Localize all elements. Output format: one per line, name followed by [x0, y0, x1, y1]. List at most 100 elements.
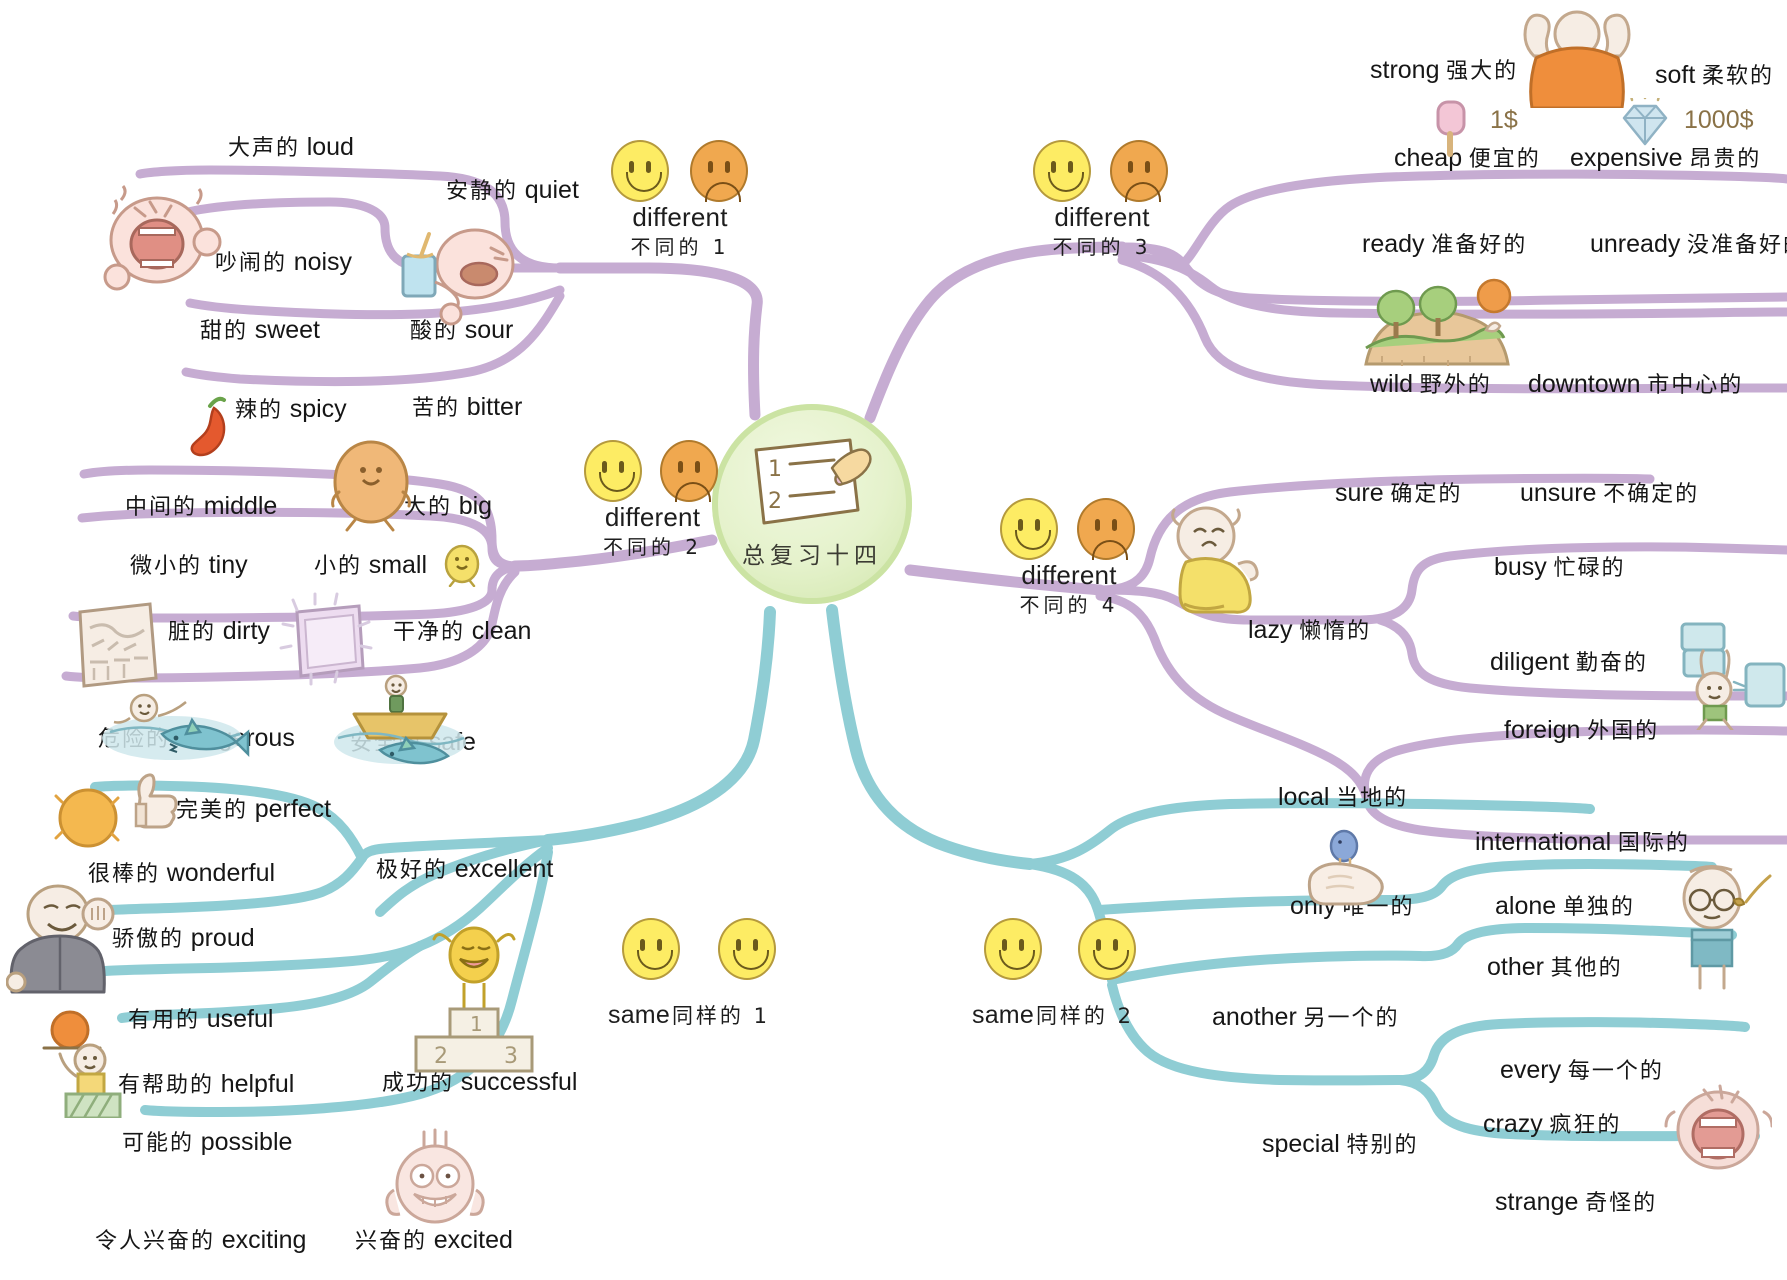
word-en: wonderful: [166, 859, 276, 887]
word-every[interactable]: every 每一个的: [1500, 1058, 1664, 1083]
word-cn: 骄傲的: [112, 927, 185, 952]
word-excited[interactable]: 兴奋的 excited: [355, 1228, 513, 1253]
word-en: busy: [1494, 553, 1547, 581]
word-proud[interactable]: 骄傲的 proud: [112, 926, 255, 951]
word-excellent[interactable]: 极好的 excellent: [376, 857, 553, 882]
word-wild[interactable]: wild 野外的: [1370, 372, 1492, 397]
word-dirty[interactable]: 脏的 dirty: [168, 619, 270, 644]
word-cn: 没准备好的: [1687, 233, 1787, 258]
word-cn: 懒惰的: [1299, 619, 1372, 644]
word-en: possible: [200, 1128, 293, 1156]
word-en: sweet: [254, 316, 320, 344]
word-perfect[interactable]: 完美的 perfect: [176, 797, 331, 822]
word-cn: 吵闹的: [215, 251, 288, 276]
branch-cn: 同样的 2: [1035, 1004, 1134, 1028]
word-clean[interactable]: 干净的 clean: [393, 619, 531, 644]
word-bitter[interactable]: 苦的 bitter: [412, 395, 522, 420]
word-soft[interactable]: soft 柔软的: [1655, 63, 1774, 88]
expensive-price-label: 1000$: [1684, 106, 1754, 134]
word-unsure[interactable]: unsure 不确定的: [1520, 481, 1699, 506]
word-special[interactable]: special 特别的: [1262, 1132, 1419, 1157]
branch-en: different: [1054, 202, 1150, 232]
podium-first: 1: [470, 1012, 483, 1036]
word-noisy[interactable]: 吵闹的 noisy: [215, 250, 352, 275]
branch-label-different-3[interactable]: different 不同的 3: [1018, 202, 1186, 260]
word-useful[interactable]: 有用的 useful: [128, 1007, 273, 1032]
word-en: wild: [1370, 370, 1414, 398]
word-cn: 小的: [314, 554, 363, 579]
word-en: bitter: [466, 393, 523, 421]
center-node[interactable]: 1 2 总复习十四: [712, 404, 912, 604]
helpful-kid-icon: [40, 1008, 150, 1118]
word-quiet[interactable]: 安静的 quiet: [446, 178, 579, 203]
word-busy[interactable]: busy 忙碌的: [1494, 555, 1626, 580]
branch-en: same: [972, 1001, 1034, 1029]
branch-label-same-1[interactable]: same 同样的 1: [608, 1000, 770, 1030]
word-strange[interactable]: strange 奇怪的: [1495, 1190, 1657, 1215]
word-spicy[interactable]: 辣的 spicy: [235, 397, 347, 422]
word-other[interactable]: other 其他的: [1487, 955, 1623, 980]
word-cn: 中间的: [125, 495, 198, 520]
alone-person-icon: [1662, 860, 1772, 995]
excited-face-icon: [380, 1128, 490, 1233]
word-cn: 柔软的: [1701, 64, 1774, 89]
branch-label-different-2[interactable]: different 不同的 2: [570, 503, 735, 560]
word-crazy[interactable]: crazy 疯狂的: [1483, 1112, 1621, 1137]
word-helpful[interactable]: 有帮助的 helpful: [118, 1072, 294, 1097]
word-en: international: [1475, 828, 1612, 856]
word-cn: 单独的: [1562, 895, 1635, 920]
word-cn: 完美的: [176, 798, 249, 823]
word-cn: 成功的: [382, 1071, 455, 1096]
word-cn: 令人兴奋的: [95, 1229, 216, 1254]
word-cn: 安静的: [446, 179, 519, 204]
word-exciting[interactable]: 令人兴奋的 exciting: [95, 1228, 306, 1253]
word-small[interactable]: 小的 small: [314, 553, 427, 578]
word-en: excited: [433, 1226, 513, 1254]
word-sure[interactable]: sure 确定的: [1335, 481, 1462, 506]
word-en: spicy: [289, 395, 347, 423]
word-en: special: [1262, 1130, 1340, 1158]
lazy-baby-icon: [1160, 500, 1270, 615]
branch-en: different: [632, 202, 728, 232]
word-ready[interactable]: ready 准备好的: [1362, 232, 1527, 257]
word-foreign[interactable]: foreign 外国的: [1504, 718, 1659, 743]
word-local[interactable]: local 当地的: [1278, 785, 1408, 810]
word-wonderful[interactable]: 很棒的 wonderful: [88, 861, 275, 886]
word-successful[interactable]: 成功的 successful: [382, 1070, 577, 1095]
word-en: big: [458, 492, 493, 520]
word-sour[interactable]: 酸的 sour: [410, 318, 513, 343]
word-en: excellent: [454, 855, 554, 883]
word-cn: 外国的: [1587, 719, 1660, 744]
word-cn: 忙碌的: [1553, 556, 1626, 581]
word-big[interactable]: 大的 big: [404, 494, 492, 519]
word-another[interactable]: another 另一个的: [1212, 1005, 1399, 1030]
word-cn: 强大的: [1446, 59, 1519, 84]
word-tiny[interactable]: 微小的 tiny: [130, 553, 248, 578]
word-diligent[interactable]: diligent 勤奋的: [1490, 650, 1648, 675]
word-middle[interactable]: 中间的 middle: [125, 494, 277, 519]
word-unready[interactable]: unready 没准备好的: [1590, 232, 1787, 257]
word-loud[interactable]: 大声的 loud: [228, 135, 354, 160]
word-lazy[interactable]: lazy 懒惰的: [1248, 618, 1371, 643]
word-possible[interactable]: 可能的 possible: [122, 1130, 292, 1155]
clean-picture-icon: [275, 588, 379, 692]
word-en: clean: [471, 617, 532, 645]
word-alone[interactable]: alone 单独的: [1495, 894, 1635, 919]
word-expensive[interactable]: expensive 昂贵的: [1570, 146, 1761, 171]
popsicle-icon: [1422, 96, 1484, 158]
word-cn: 奇怪的: [1585, 1191, 1658, 1216]
branch-label-different-1[interactable]: different 不同的 1: [600, 202, 760, 260]
branch-en: same: [608, 1001, 670, 1029]
podium-second: 2: [434, 1044, 448, 1069]
branch-label-different-4[interactable]: different 不同的 4: [985, 561, 1153, 618]
word-strong[interactable]: strong 强大的: [1370, 58, 1518, 83]
word-cn: 特别的: [1346, 1133, 1419, 1158]
branch-label-same-2[interactable]: same 同样的 2: [972, 1000, 1134, 1030]
word-cn: 苦的: [412, 396, 461, 421]
word-en: unready: [1590, 230, 1681, 258]
word-international[interactable]: international 国际的: [1475, 830, 1690, 855]
word-downtown[interactable]: downtown 市中心的: [1528, 372, 1743, 397]
word-sweet[interactable]: 甜的 sweet: [200, 318, 320, 343]
word-cn: 国际的: [1617, 831, 1690, 856]
happy-face-icon: [1000, 498, 1058, 560]
